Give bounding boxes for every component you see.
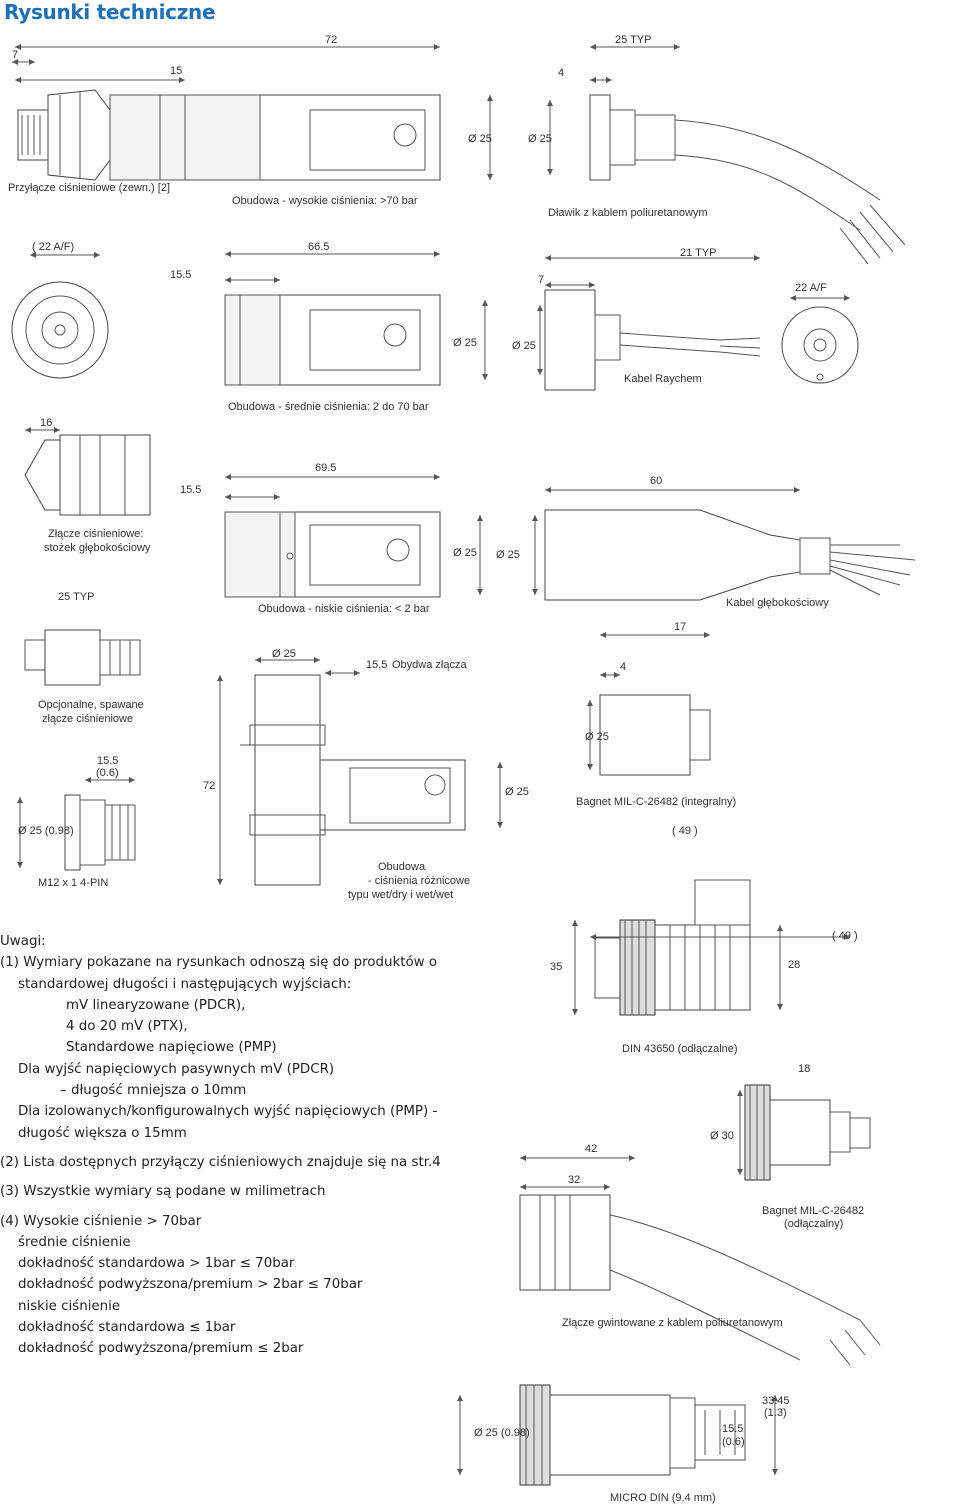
dim-label: ( 49 )	[832, 930, 858, 942]
note-line: dokładność podwyższona/premium ≤ 2bar	[18, 1341, 304, 1357]
caption: Obudowa - średnie ciśnienia: 2 do 70 bar	[228, 401, 429, 413]
diameter-label: Ø 25	[505, 786, 529, 798]
diameter-label: Ø 25	[585, 731, 609, 743]
diameter-label: Ø 25	[468, 133, 492, 145]
note-line: – długość mniejsza o 10mm	[60, 1083, 247, 1099]
dim-label: 69.5	[315, 462, 336, 474]
dim-label: 33.45	[762, 1395, 790, 1407]
caption: Przyłącze ciśnieniowe (zewn.) [2]	[8, 182, 170, 194]
caption: złącze ciśnieniowe	[42, 713, 133, 725]
dim-label: 72	[325, 34, 337, 46]
note-line: dokładność standardowa > 1bar ≤ 70bar	[18, 1256, 295, 1272]
note-line: standardowej długości i następujących wy…	[18, 976, 352, 992]
dim-label: 15.5	[180, 484, 201, 496]
caption: Opcjonalne, spawane	[38, 699, 144, 711]
dim-label: 28	[788, 959, 800, 971]
note-line: długość większa o 15mm	[18, 1125, 187, 1141]
diameter-label: Ø 25	[453, 337, 477, 349]
caption: stożek głębokościowy	[44, 542, 151, 554]
caption: Bagnet MIL-C-26482 (integralny)	[576, 796, 736, 808]
dim-label: 4	[558, 67, 564, 79]
dim-label: 16	[40, 417, 52, 429]
caption: - ciśnienia różnicowe	[368, 875, 470, 887]
note-line: (1) Wymiary pokazane na rysunkach odnosz…	[0, 955, 438, 971]
note-line: średnie ciśnienie	[18, 1234, 131, 1250]
note-line: (2) Lista dostępnych przyłączy ciśnienio…	[0, 1154, 441, 1170]
drawing-threaded-cable	[519, 1084, 881, 1366]
drawing-din43650	[572, 879, 850, 1016]
drawing-high-pressure	[12, 44, 906, 265]
dim-label: 15.5	[722, 1423, 743, 1435]
note-line: dokładność standardowa ≤ 1bar	[18, 1320, 236, 1336]
dim-label: 22 A/F	[795, 282, 827, 294]
dim-label: ( 49 )	[672, 825, 698, 837]
caption: Obudowa - wysokie ciśnienia: >70 bar	[232, 195, 418, 207]
dim-label: (0.6)	[96, 767, 119, 779]
drawing-m12	[17, 777, 136, 871]
diameter-label: Ø 25	[528, 133, 552, 145]
dim-label: 7	[538, 274, 544, 286]
caption: (odłączalny)	[784, 1218, 843, 1230]
caption: Obudowa	[378, 861, 426, 873]
notes-heading: Uwagi:	[0, 934, 46, 949]
dim-label: (0.6)	[722, 1436, 745, 1448]
dim-label: 18	[798, 1063, 810, 1075]
dim-label: 72	[203, 780, 215, 792]
dim-label: 15.5	[366, 659, 387, 671]
dim-label: 32	[568, 1174, 580, 1186]
dim-label: 25 TYP	[58, 591, 95, 603]
dim-label: 7	[12, 49, 18, 61]
note-line: mV linearyzowane (PDCR),	[66, 997, 246, 1013]
dim-label: 42	[585, 1143, 597, 1155]
diameter-label: Ø 25	[496, 549, 520, 561]
note-line: dokładność podwyższona/premium > 2bar ≤ …	[18, 1277, 363, 1293]
dim-label: Obydwa złącza	[392, 659, 467, 671]
diameter-label: Ø 25 (0.98)	[474, 1427, 530, 1439]
dim-label: 66.5	[308, 241, 329, 253]
dim-label: Ø 25	[272, 648, 296, 660]
dim-label: 60	[650, 475, 662, 487]
dim-label: M12 x 1 4-PIN	[38, 877, 108, 889]
note-line: niskie ciśnienie	[18, 1298, 121, 1314]
dim-label: 15.5	[170, 269, 191, 281]
dim-label: 17	[674, 621, 686, 633]
note-line: Standardowe napięciowe (PMP)	[66, 1040, 277, 1056]
caption: Kabel Raychem	[624, 373, 702, 385]
caption: Złącze gwintowane z kablem poliuretanowy…	[562, 1317, 783, 1329]
note-line: Dla izolowanych/konfigurowalnych wyjść n…	[18, 1104, 438, 1120]
caption: Obudowa - niskie ciśnienia: < 2 bar	[258, 603, 430, 615]
diameter-label: Ø 25	[453, 547, 477, 559]
dim-label: 4	[620, 661, 626, 673]
note-line: 4 do 20 mV (PTX),	[66, 1019, 188, 1035]
diameter-label: Ø 25 (0.98)	[18, 825, 74, 837]
dim-label: 25 TYP	[615, 34, 652, 46]
diameter-label: Ø 25	[512, 340, 536, 352]
diameter-label: Ø 30	[710, 1130, 734, 1142]
caption: typu wet/dry i wet/wet	[348, 889, 453, 901]
notes-section: Uwagi: (1) Wymiary pokazane na rysunkach…	[0, 931, 540, 1360]
page-title: Rysunki techniczne	[4, 0, 216, 24]
caption: DIN 43650 (odłączalne)	[622, 1043, 738, 1055]
caption: Dławik z kablem poliuretanowym	[548, 207, 708, 219]
drawing-micro-din	[457, 1384, 778, 1486]
drawing-medium-pressure	[11, 251, 859, 391]
caption: Złącze ciśnieniowe:	[48, 528, 143, 540]
note-line: Dla wyjść napięciowych pasywnych mV (PDC…	[18, 1061, 335, 1077]
caption: MICRO DIN (9.4 mm)	[610, 1492, 716, 1504]
dim-label: 21 TYP	[680, 247, 717, 259]
note-line: (4) Wysokie ciśnienie > 70bar	[0, 1213, 202, 1229]
dim-label: (1.3)	[764, 1407, 787, 1419]
dim-label: 15.5	[97, 755, 118, 767]
dim-label: 35	[550, 961, 562, 973]
drawing-low-pressure	[24, 427, 916, 601]
note-line: (3) Wszystkie wymiary są podane w milime…	[0, 1184, 326, 1200]
caption: Kabel głębokościowy	[726, 597, 829, 609]
drawing-differential	[24, 629, 711, 886]
dim-label: 15	[170, 65, 182, 77]
dim-label: ( 22 A/F)	[32, 241, 74, 253]
caption: Bagnet MIL-C-26482	[762, 1205, 864, 1217]
